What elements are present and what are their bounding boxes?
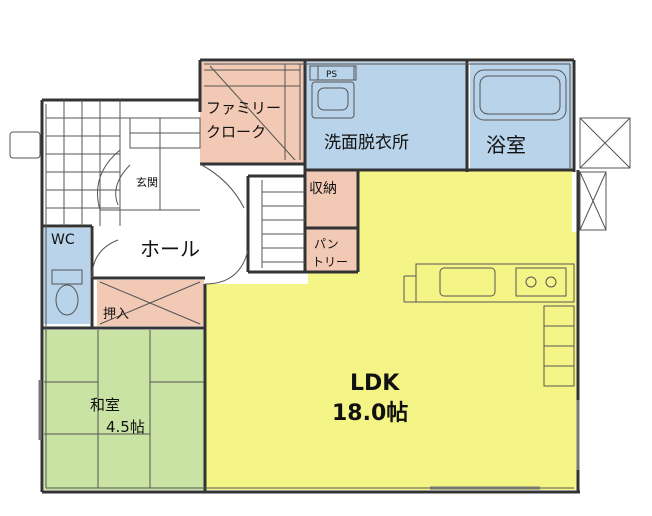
ps-label: PS — [326, 70, 337, 80]
wall-details — [9, 63, 631, 490]
pantry-label-line2: トリー — [312, 255, 348, 269]
family-cloak-label-line2: クローク — [206, 123, 266, 141]
washitsu-label-line1: 和室 — [90, 396, 120, 414]
ldk-label-line2: 18.0帖 — [332, 401, 408, 426]
pantry-area — [305, 228, 358, 272]
ldk-label-line1: LDK — [350, 371, 400, 396]
bath-area — [470, 62, 572, 170]
washroom-label: 洗面脱衣所 — [324, 133, 409, 153]
washitsu-area — [44, 330, 204, 490]
pantry-label-line1: パン — [314, 237, 339, 251]
bath-label: 浴室 — [486, 133, 526, 157]
walls — [40, 58, 580, 494]
wc-label: WC — [51, 232, 75, 248]
family-cloak-label-line1: ファミリー — [206, 99, 281, 117]
oshiire-label: 押入 — [103, 307, 129, 322]
hall-label: ホール — [140, 237, 200, 261]
storage-label: 収納 — [309, 181, 337, 197]
ldk-area — [205, 170, 578, 490]
storage-area — [305, 170, 358, 228]
genkan-label: 玄関 — [136, 175, 158, 189]
washitsu-label-line2: 4.5帖 — [106, 418, 145, 436]
